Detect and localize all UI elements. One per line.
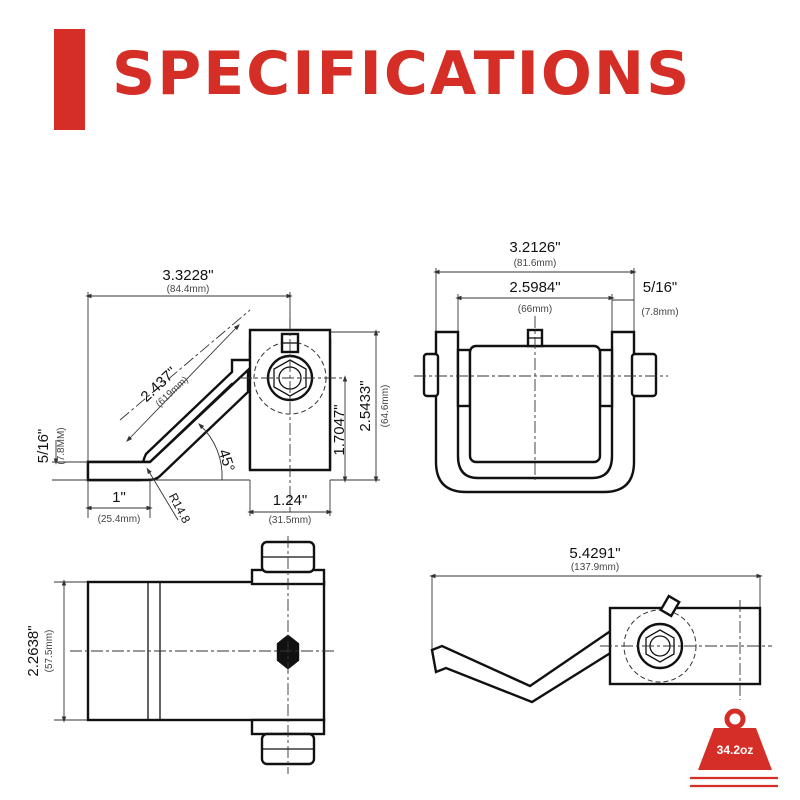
side-thickness-mm: (7.8MM)	[56, 427, 67, 464]
front-overall-width: 3.2126"	[509, 239, 560, 256]
weight-icon	[690, 708, 778, 788]
side-height: 2.5433"	[357, 380, 374, 431]
side-overall-length-mm: (84.4mm)	[167, 284, 210, 295]
page-title: SPECIFICATIONS	[112, 39, 692, 109]
side-thickness: 5/16"	[35, 429, 52, 464]
iso-view	[429, 573, 772, 704]
front-view	[414, 268, 668, 494]
side-overall-length: 3.3228"	[162, 267, 213, 284]
front-plate-thickness: 5/16"	[643, 279, 678, 296]
side-foot-length-mm: (25.4mm)	[98, 514, 141, 525]
side-foot-length: 1"	[112, 489, 126, 506]
side-pivot-height: 1.7047"	[331, 404, 348, 455]
side-height-mm: (64.6mm)	[380, 385, 391, 428]
top-height-mm: (57.5mm)	[44, 630, 55, 673]
side-base-width: 1.24"	[273, 492, 308, 509]
front-inner-width: 2.5984"	[509, 279, 560, 296]
front-overall-width-mm: (81.6mm)	[514, 258, 557, 269]
iso-overall-length-mm: (137.9mm)	[571, 562, 619, 573]
iso-overall-length: 5.4291"	[569, 545, 620, 562]
front-plate-thickness-mm: (7.8mm)	[641, 307, 678, 318]
side-base-width-mm: (31.5mm)	[269, 515, 312, 526]
top-view	[54, 536, 336, 774]
top-height: 2.2638"	[25, 625, 42, 676]
front-inner-width-mm: (66mm)	[518, 304, 552, 315]
accent-bar	[54, 29, 85, 130]
side-angle: 45°	[215, 447, 238, 474]
side-radius: R14.8	[166, 491, 194, 526]
weight-value: 34.2oz	[717, 743, 754, 757]
side-view	[52, 292, 380, 521]
